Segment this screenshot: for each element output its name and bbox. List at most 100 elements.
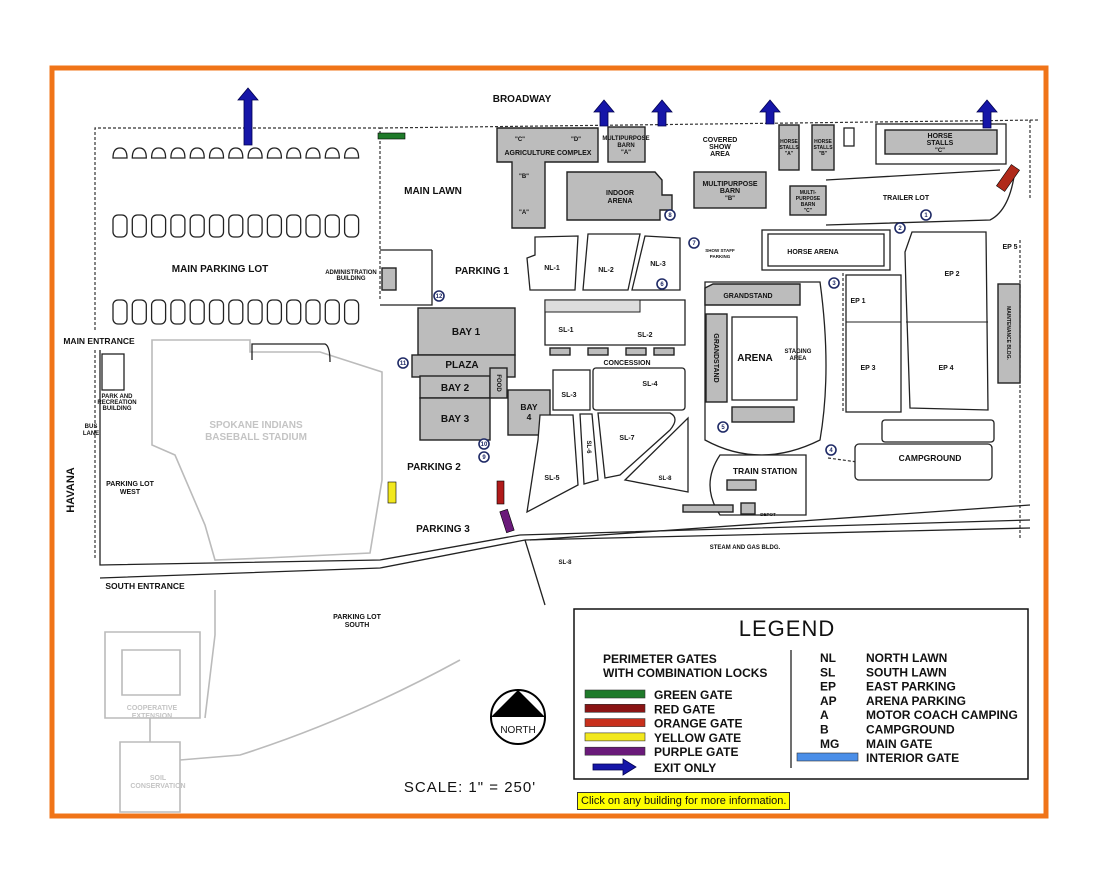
svg-text:COVERED: COVERED [703, 137, 738, 144]
area-main-parking-lot[interactable]: MAIN PARKING LOT [172, 264, 268, 275]
svg-text:BARN: BARN [801, 202, 816, 208]
svg-text:LANE: LANE [83, 431, 99, 437]
building-cooperative-extension[interactable]: COOPERATIVE EXTENSION [127, 705, 178, 720]
building-bay-3[interactable] [419, 397, 491, 441]
perimeter-fence [94, 119, 1041, 560]
stall [324, 214, 340, 238]
building-train-station[interactable] [726, 479, 757, 491]
building-grandstand-side[interactable] [705, 313, 728, 403]
marker-2[interactable]: 2 [894, 222, 906, 234]
area-parking-3[interactable]: PARKING 3 [416, 524, 470, 535]
marker-8[interactable]: 8 [664, 209, 676, 221]
area-sl7[interactable] [597, 412, 676, 479]
building-horse-stalls-b[interactable] [811, 124, 835, 171]
concession-stand[interactable] [549, 347, 571, 356]
building-horse-arena[interactable] [767, 233, 885, 267]
building-administration[interactable] [381, 267, 397, 291]
building-indoor-arena[interactable] [566, 171, 673, 221]
svg-text:BUILDING: BUILDING [337, 276, 366, 282]
stall [131, 147, 147, 159]
area-ep1-ep3[interactable] [845, 274, 902, 413]
building-depot-platform[interactable] [682, 504, 734, 513]
area-parking-lot-west[interactable]: PARKING LOT WEST [106, 481, 154, 496]
train-station-label: TRAIN STATION [733, 466, 797, 476]
area-parking-lot-south[interactable]: PARKING LOT SOUTH [333, 614, 381, 629]
exit-arrow-icon [593, 99, 615, 127]
exit-arrow-icon [651, 99, 673, 127]
area-sl8[interactable] [623, 416, 689, 493]
area-ep2-ep4[interactable] [904, 231, 989, 411]
area-campground[interactable] [854, 443, 993, 481]
area-sl5[interactable] [526, 414, 579, 514]
stall [112, 299, 128, 325]
steam-gas-label[interactable]: STEAM AND GAS BLDG. [710, 545, 781, 551]
concession-label[interactable]: CONCESSION [603, 360, 650, 367]
sl2-label: SL-2 [637, 332, 652, 339]
marker-3[interactable]: 3 [828, 277, 840, 289]
concession-stand[interactable] [625, 347, 647, 356]
building-multipurpose-barn-a[interactable] [607, 126, 646, 163]
building-grandstand-top[interactable] [704, 283, 801, 306]
building-horse-stalls-a[interactable] [778, 124, 800, 171]
area-main-lawn[interactable]: MAIN LAWN [404, 186, 462, 197]
building-maintenance[interactable] [997, 283, 1021, 384]
svg-text:INDOOR: INDOOR [606, 190, 634, 197]
marker-1[interactable]: 1 [920, 209, 932, 221]
area-parking-1[interactable]: PARKING 1 [455, 266, 509, 277]
area-show-staff-parking[interactable]: SHOW STAFF PARKING [705, 248, 735, 259]
legend-interior-gate-label: INTERIOR GATE [866, 751, 959, 765]
svg-text:PARK AND: PARK AND [102, 394, 134, 400]
stall [208, 214, 225, 238]
area-parking-2[interactable]: PARKING 2 [407, 462, 461, 473]
marker-12[interactable]: 12 [433, 290, 445, 302]
main-entrance-label: MAIN ENTRANCE [63, 336, 135, 346]
stall [189, 214, 205, 238]
area-sl6[interactable] [579, 413, 599, 485]
building-horse-stalls-c[interactable] [884, 129, 998, 155]
marker-11[interactable]: 11 [397, 357, 409, 369]
stall [170, 214, 186, 238]
marker-7[interactable]: 7 [688, 237, 700, 249]
area-staging[interactable]: STAGING AREA [785, 349, 812, 362]
concession-stand[interactable] [587, 347, 609, 356]
svg-text:MULTI-: MULTI- [800, 190, 817, 196]
building-depot[interactable] [740, 502, 756, 515]
building-soil-conservation[interactable]: SOIL CONSERVATION [130, 775, 185, 790]
sl5-label: SL-5 [544, 475, 559, 482]
svg-text:HORSE: HORSE [780, 139, 798, 145]
area-sl4[interactable] [592, 367, 686, 411]
area-trailer-lot[interactable]: TRAILER LOT [883, 195, 930, 202]
building-arena[interactable] [731, 316, 798, 401]
svg-text:4: 4 [829, 448, 833, 454]
building-agriculture-complex[interactable] [496, 127, 599, 229]
multipurpose-barn-b-label: MULTIPURPOSE BARN "B" [702, 181, 757, 202]
info-note[interactable]: Click on any building for more informati… [577, 792, 791, 810]
area-train-station[interactable] [709, 454, 807, 516]
ep3-label: EP 3 [860, 365, 875, 372]
stall [228, 299, 244, 325]
building-park-rec[interactable] [101, 353, 125, 391]
area-nl1[interactable] [526, 235, 579, 291]
svg-text:MULTIPURPOSE: MULTIPURPOSE [702, 181, 757, 188]
building-multipurpose-barn-b[interactable] [693, 171, 767, 209]
area-nl2[interactable] [582, 233, 641, 291]
sl8-large-label[interactable]: SL-8 [558, 560, 572, 566]
marker-10[interactable]: 10 [478, 438, 490, 450]
svg-text:WEST: WEST [120, 489, 141, 496]
yellow-gate [387, 481, 397, 504]
building-food[interactable] [489, 367, 508, 399]
svg-text:SHOW: SHOW [709, 144, 731, 151]
marker-6[interactable]: 6 [656, 278, 668, 290]
area-nl3[interactable] [631, 235, 681, 291]
marker-5[interactable]: 5 [717, 421, 729, 433]
area-covered-show-area[interactable]: COVERED SHOW AREA [703, 137, 738, 158]
concession-stand[interactable] [653, 347, 675, 356]
stall [150, 299, 167, 325]
marker-4[interactable]: 4 [825, 444, 837, 456]
building-multipurpose-barn-c[interactable] [789, 185, 827, 216]
area-sl3[interactable] [552, 369, 591, 411]
building-bay-1[interactable] [417, 307, 516, 356]
building-baseball-stadium[interactable]: SPOKANE INDIANS BASEBALL STADIUM [205, 420, 307, 443]
marker-9[interactable]: 9 [478, 451, 490, 463]
purple-gate [499, 508, 515, 534]
